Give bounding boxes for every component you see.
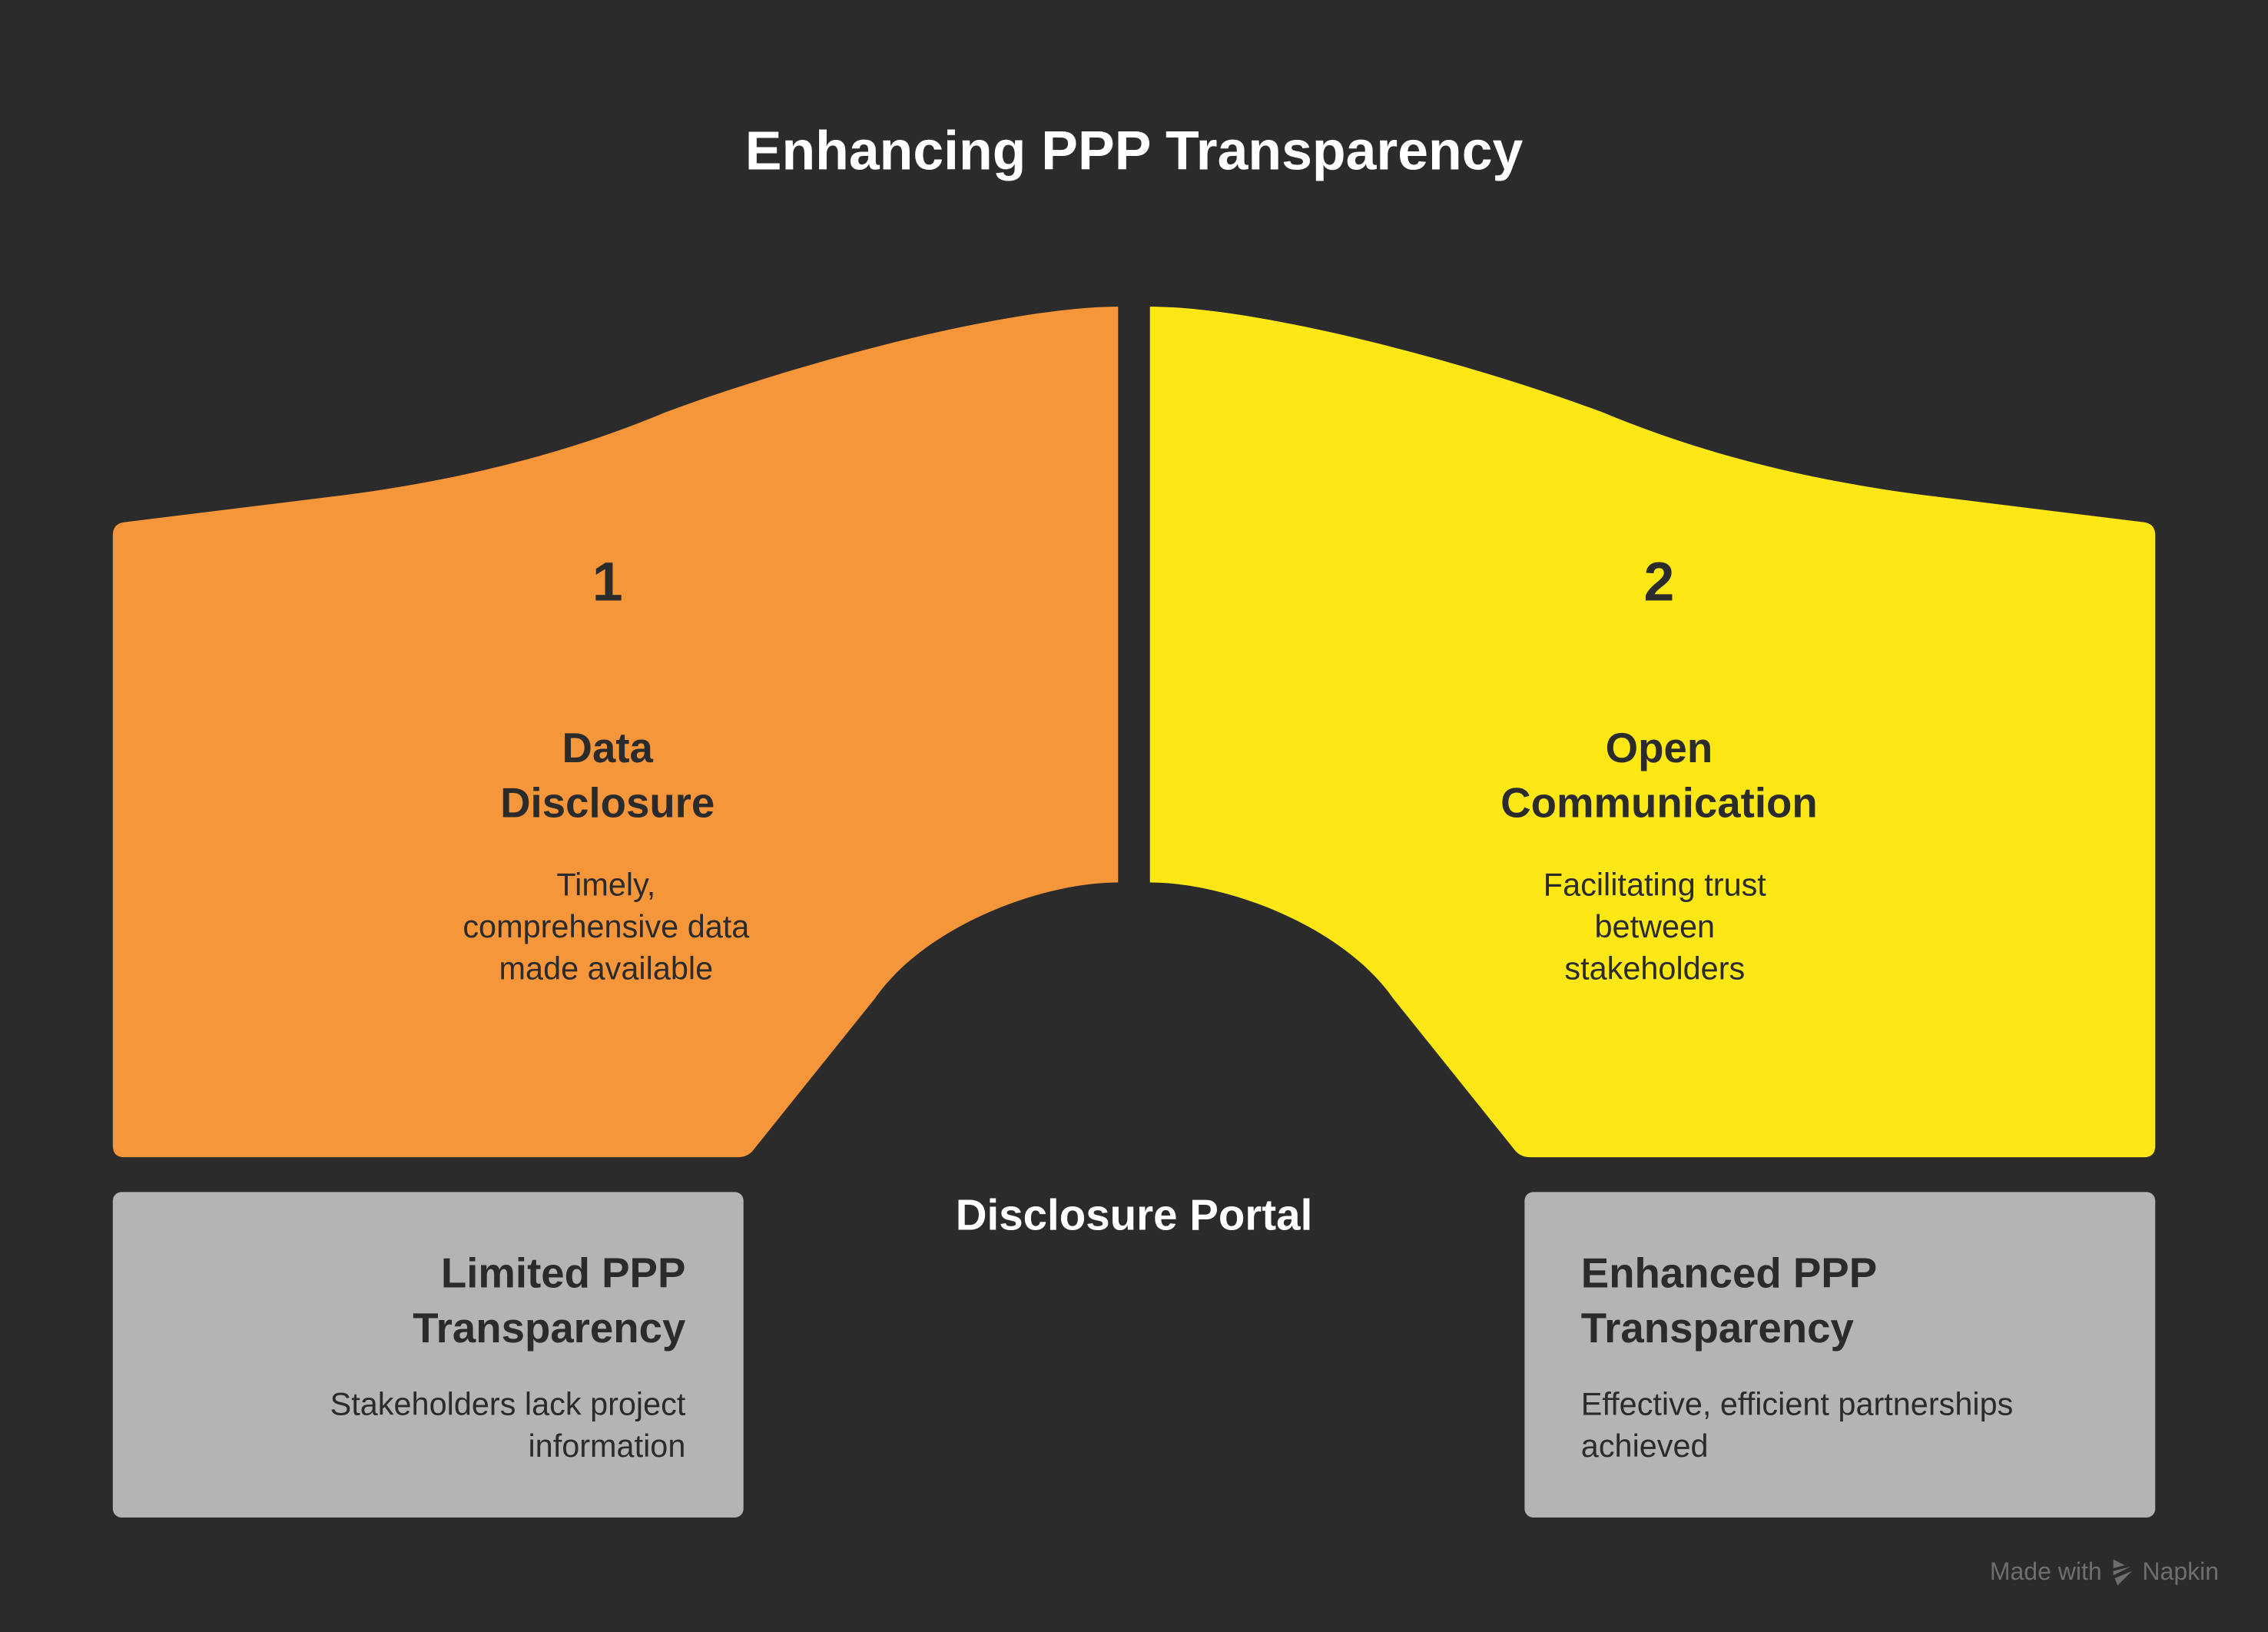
step-1-desc-line: made available [499,950,714,987]
start-box-desc-line: information [528,1428,686,1464]
step-1-title-line: Data [562,726,653,773]
napkin-logo-icon [2113,1559,2133,1586]
napkin-brand-text: Napkin [2142,1557,2220,1586]
end-box-description: Effective, efficient partnerships achiev… [1581,1383,2130,1467]
end-box-bg [1524,1192,2156,1518]
step-1-title-line: Disclosure [500,781,715,828]
step-2-number: 2 [1643,552,1675,614]
start-box-title-line: Transparency [413,1306,686,1353]
step-1-description: Timely, comprehensive data made availabl… [418,864,794,990]
step-2-desc-line: between [1594,908,1716,945]
step-2-title: Open Communication [1413,721,1905,831]
step-2-description: Facilitating trust between stakeholders [1467,864,1843,990]
start-box-title-line: Limited PPP [440,1251,686,1298]
bridge-label: Disclosure Portal [955,1192,1313,1240]
start-box-description: Stakeholders lack project information [136,1383,686,1467]
end-box-desc-line: Effective, efficient partnerships [1580,1385,2014,1422]
start-box-bg [112,1192,744,1518]
step-2-desc-line: stakeholders [1564,950,1746,987]
diagram-title: Enhancing PPP Transparency [744,121,1524,183]
step-1-title: Data Disclosure [362,721,854,831]
end-box-desc-line: achieved [1580,1428,1709,1464]
napkin-watermark[interactable]: Made with Napkin [1990,1558,2219,1587]
step-1-number: 1 [592,552,623,614]
step-2-shape [1149,307,2156,1158]
step-1-desc-line: Timely, [556,866,656,903]
made-with-text: Made with [1989,1557,2102,1586]
step-2-title-line: Communication [1500,781,1818,828]
step-1-shape [112,307,1119,1158]
end-box-title-line: Transparency [1580,1306,1854,1353]
end-box-title: Enhanced PPP Transparency [1581,1247,2130,1357]
step-2-title-line: Open [1605,726,1713,773]
end-box-title-line: Enhanced PPP [1580,1251,1878,1298]
start-box-desc-line: Stakeholders lack project [330,1385,686,1422]
start-box-title: Limited PPP Transparency [136,1247,685,1357]
step-2-desc-line: Facilitating trust [1543,866,1766,903]
step-1-desc-line: comprehensive data [463,908,750,945]
